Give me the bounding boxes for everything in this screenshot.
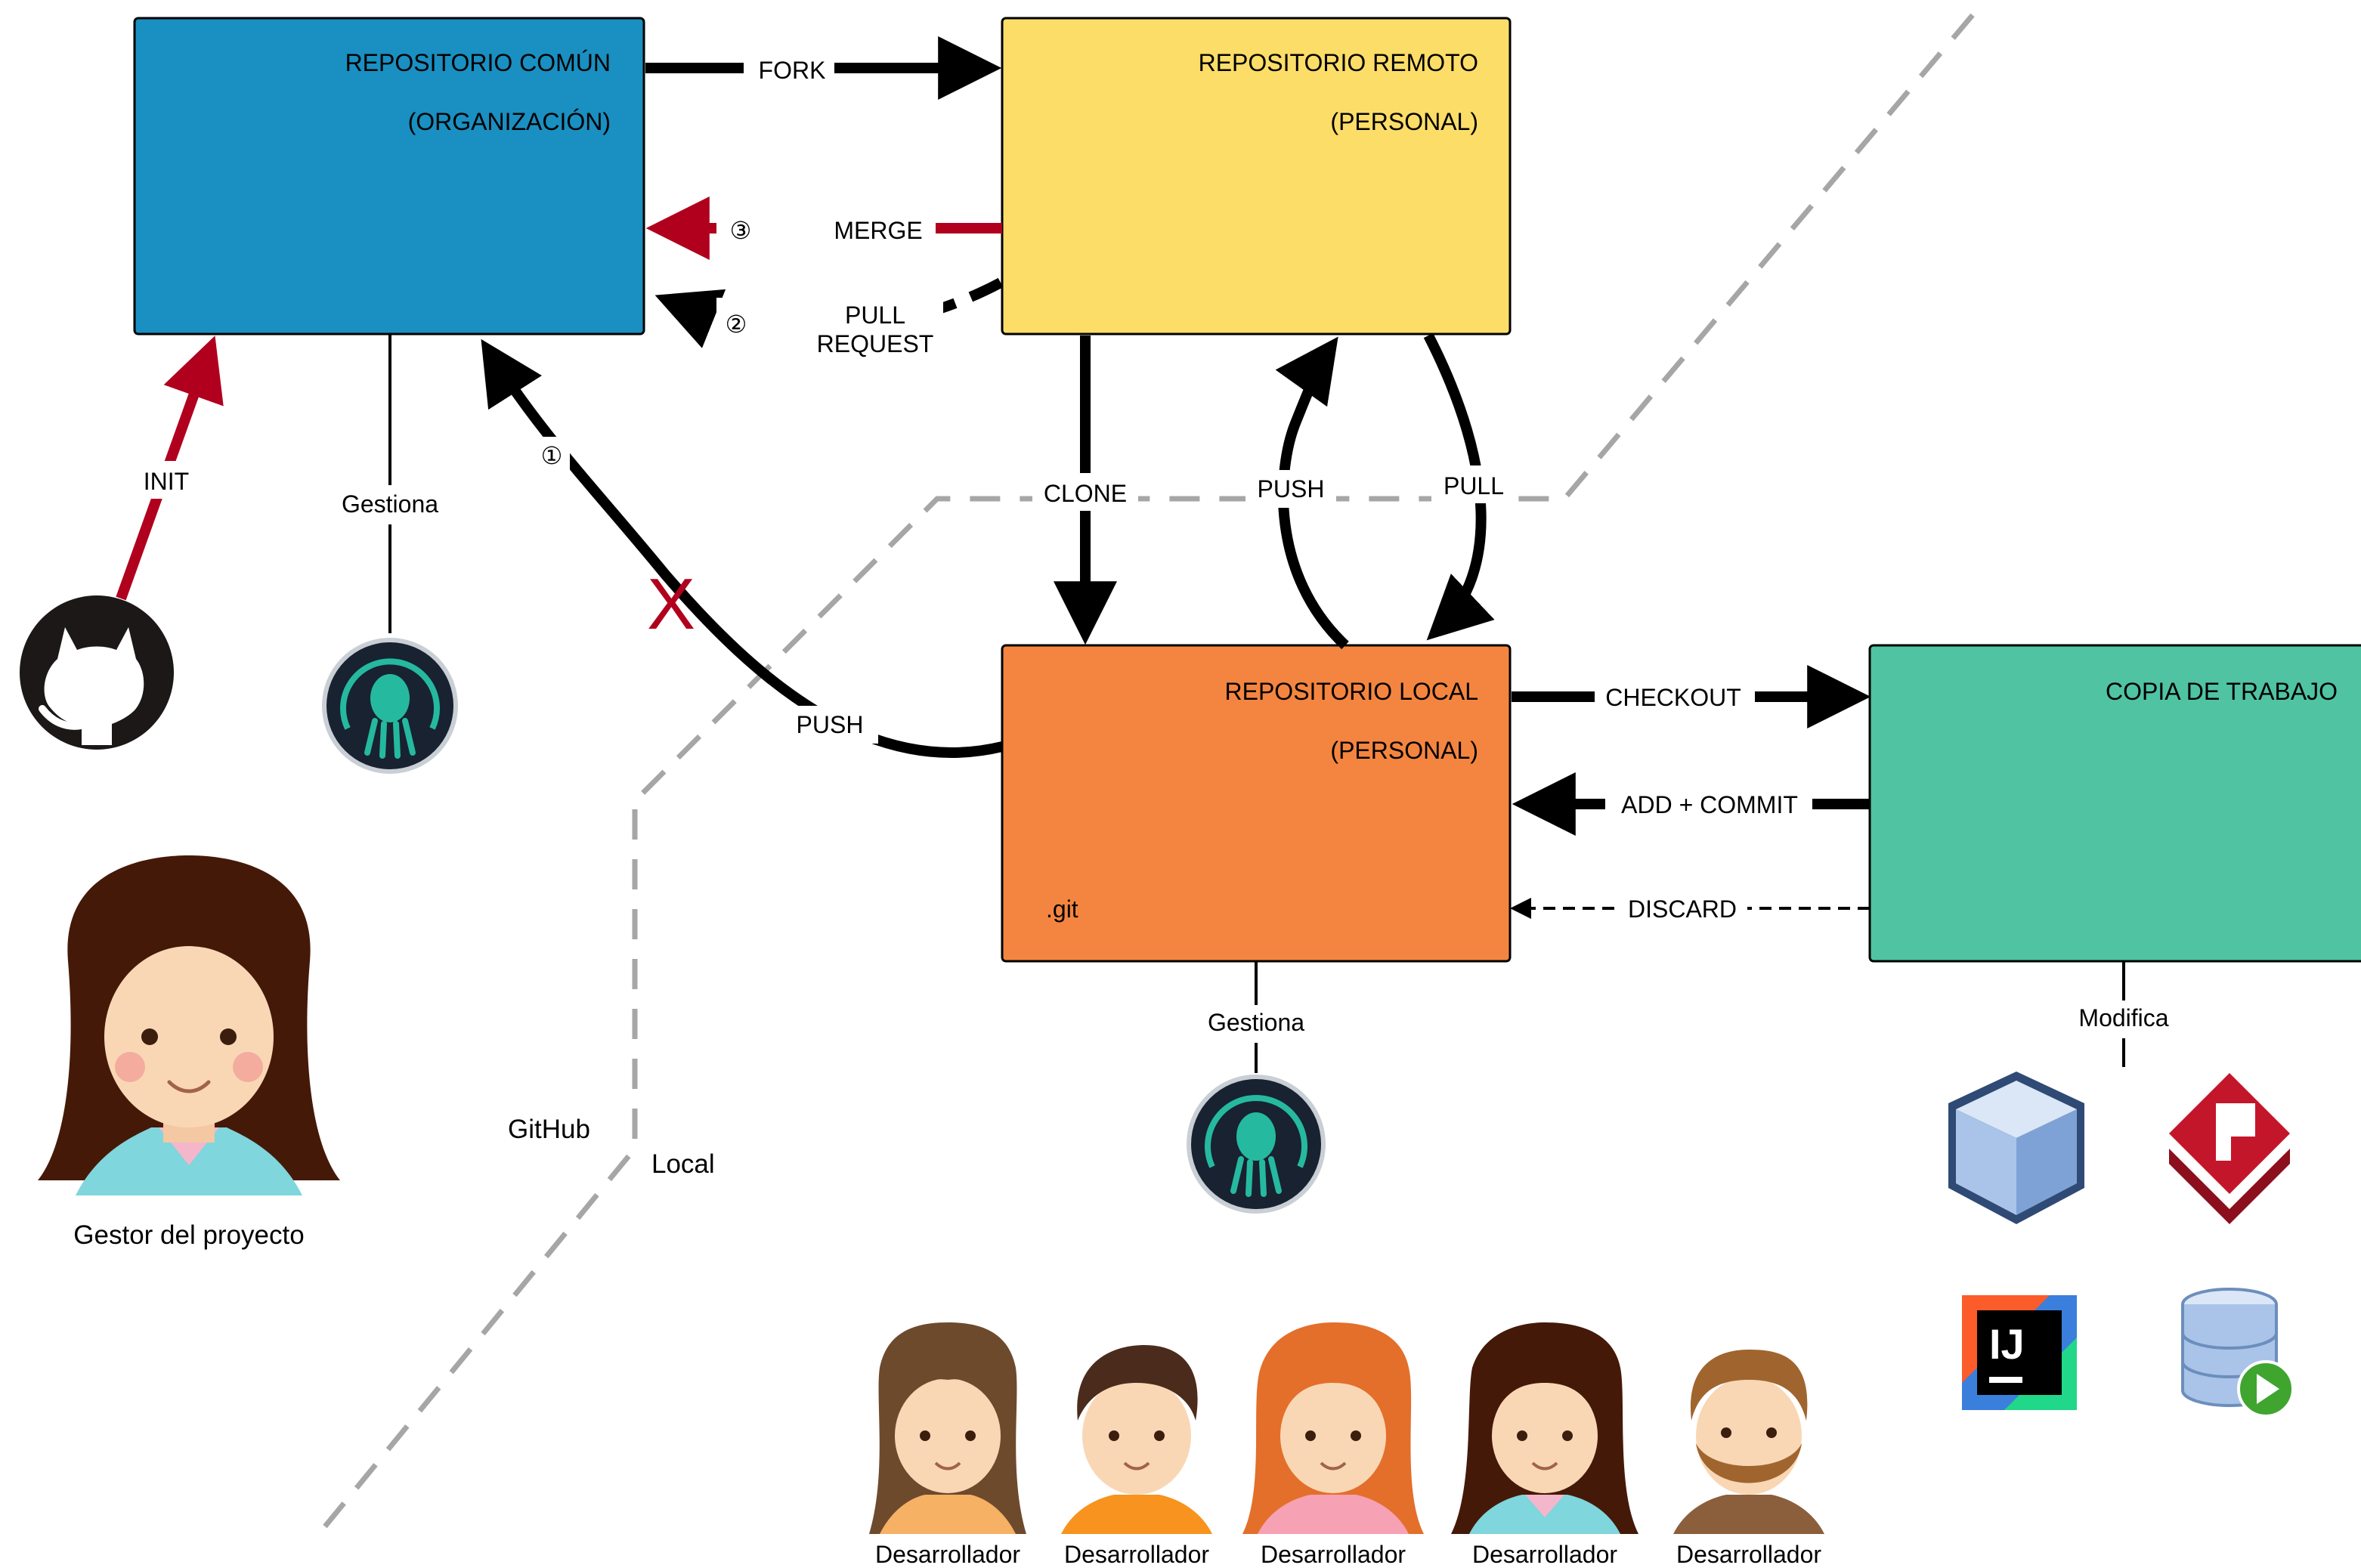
init-label: INIT xyxy=(144,468,189,495)
developer-label: Desarrollador xyxy=(1064,1541,1209,1568)
zone-label-local: Local xyxy=(651,1149,715,1179)
developer-avatar xyxy=(1061,1345,1212,1534)
repo-remote-subtitle: (PERSONAL) xyxy=(1330,108,1478,135)
clone-label: CLONE xyxy=(1044,480,1127,507)
developer-avatar xyxy=(1451,1322,1638,1534)
pull-label: PULL xyxy=(1444,472,1504,499)
pull-request-step-number: ② xyxy=(726,311,747,338)
developer-avatar xyxy=(1673,1350,1824,1534)
github-icon xyxy=(20,595,174,750)
svg-text:IJ: IJ xyxy=(1989,1320,2025,1368)
repo-remote-title: REPOSITORIO REMOTO xyxy=(1199,49,1478,76)
push-common-label: PUSH xyxy=(797,711,864,738)
modifies-label: Modifica xyxy=(2078,1004,2168,1031)
developer-label: Desarrollador xyxy=(1472,1541,1617,1568)
checkout-label: CHECKOUT xyxy=(1605,684,1741,711)
netbeans-icon xyxy=(1948,1072,2084,1224)
intellij-icon: IJ xyxy=(1962,1295,2077,1410)
developer-label: Desarrollador xyxy=(1261,1541,1406,1568)
manager-label: Gestor del proyecto xyxy=(73,1220,304,1250)
developer-avatar xyxy=(1242,1322,1424,1534)
push-remote-arrow xyxy=(1275,336,1349,650)
push-common-arrow xyxy=(481,339,1004,759)
push-blocked-mark: X xyxy=(647,564,695,645)
fork-label: FORK xyxy=(759,57,826,84)
manager-avatar xyxy=(38,855,340,1195)
discard-label: DISCARD xyxy=(1628,895,1737,923)
repo-local-git-note: .git xyxy=(1046,895,1078,923)
merge-label: MERGE xyxy=(834,217,922,244)
push-remote-label: PUSH xyxy=(1258,475,1325,503)
working-copy-title: COPIA DE TRABAJO xyxy=(2106,678,2338,705)
gitkraken-icon xyxy=(322,638,458,774)
gitkraken-icon xyxy=(1187,1075,1326,1214)
pull-request-label-line1: PULL xyxy=(845,302,905,329)
repo-remote-box xyxy=(1001,17,1512,336)
zone-label-github: GitHub xyxy=(508,1115,590,1144)
developer-label: Desarrollador xyxy=(875,1541,1020,1568)
manages-common-label: Gestiona xyxy=(342,490,438,518)
push-common-step-number: ① xyxy=(541,442,563,469)
developer-label: Desarrollador xyxy=(1676,1541,1821,1568)
database-run-icon xyxy=(2181,1288,2294,1418)
pull-request-label-line2: REQUEST xyxy=(817,330,934,357)
repo-common-subtitle: (ORGANIZACIÓN) xyxy=(408,108,611,135)
repo-local-title: REPOSITORIO LOCAL xyxy=(1225,678,1479,705)
red-stack-logo-icon xyxy=(2169,1073,2290,1224)
merge-step-number: ③ xyxy=(730,217,752,244)
developer-avatar xyxy=(869,1322,1026,1534)
zone-divider-line xyxy=(323,13,1975,1529)
repo-common-title: REPOSITORIO COMÚN xyxy=(345,49,611,76)
manages-local-label: Gestiona xyxy=(1208,1009,1304,1036)
repo-local-subtitle: (PERSONAL) xyxy=(1330,737,1478,764)
add-commit-label: ADD + COMMIT xyxy=(1621,791,1798,818)
pull-arrow xyxy=(1423,332,1495,641)
